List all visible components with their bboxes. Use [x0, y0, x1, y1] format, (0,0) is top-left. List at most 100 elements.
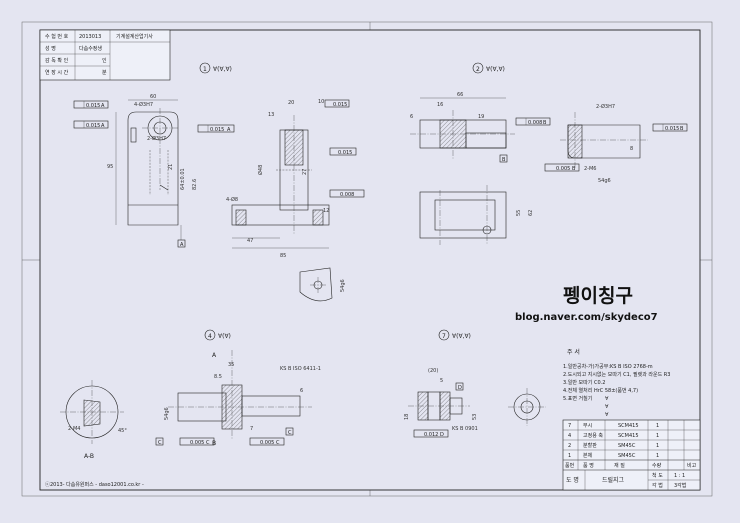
header-label-0: 수 험 번 호: [45, 33, 69, 40]
svg-text:∀(∀,∀): ∀(∀,∀): [486, 66, 505, 73]
view-7-label: 7 ∀(∀,∀): [438, 329, 471, 341]
svg-text:D: D: [458, 385, 462, 391]
svg-text:2-M6: 2-M6: [584, 166, 596, 172]
svg-text:0.015: 0.015: [665, 126, 679, 132]
part-2-top-view: 66 16 6 19 0.008 B B: [410, 92, 551, 163]
notes-line-3: 3.일반 모따기 C0.2: [563, 379, 605, 386]
svg-text:0.015: 0.015: [338, 150, 352, 156]
svg-text:0.005: 0.005: [260, 440, 274, 446]
svg-text:18: 18: [404, 414, 410, 420]
svg-text:C: C: [206, 440, 210, 446]
svg-text:16: 16: [437, 102, 443, 108]
tolerance-frame-7: 0.008 B: [515, 117, 551, 126]
svg-text:55: 55: [516, 210, 522, 216]
svg-text:부시: 부시: [583, 423, 592, 429]
dim-60: 60: [150, 94, 156, 100]
dim-95: 95: [107, 164, 113, 170]
svg-text:D: D: [440, 432, 444, 438]
svg-text:0.015: 0.015: [86, 103, 100, 109]
header-label-1: 성 명: [45, 45, 56, 52]
svg-text:0.015: 0.015: [86, 123, 100, 129]
dim-82: 82.6: [192, 179, 198, 190]
svg-text:7: 7: [250, 426, 253, 432]
dim-4-3h7: 4-Ø3H7: [134, 101, 153, 108]
watermark-url: blog.naver.com/skydeco7: [515, 312, 658, 323]
notes-line-1: 1.일반공차-가)가공부:KS B ISO 2768-m: [563, 363, 653, 370]
tolerance-frame-6: 0.008: [329, 189, 365, 198]
svg-text:8.5: 8.5: [214, 374, 222, 380]
header-label-2: 감 독 확 인: [45, 57, 69, 64]
svg-text:47: 47: [247, 238, 253, 244]
section-label-ab: A-B: [84, 453, 94, 460]
svg-text:분할판: 분할판: [583, 442, 597, 449]
svg-text:2: 2: [476, 66, 480, 73]
svg-text:8: 8: [630, 146, 633, 152]
svg-text:1: 1: [656, 423, 659, 429]
svg-text:C: C: [288, 430, 292, 436]
view-2-label: 2 ∀(∀,∀): [472, 62, 505, 74]
part-7-section-view: (20) 5 18 53 KS B 0901 D 0.012 D: [404, 368, 478, 438]
svg-text:∀: ∀: [605, 412, 609, 418]
tolerance-frame-12: 0.012 D: [413, 429, 449, 438]
svg-text:SCM415: SCM415: [618, 433, 639, 439]
svg-text:∀(∀): ∀(∀): [218, 333, 231, 340]
svg-text:7: 7: [568, 423, 571, 429]
part-7-end-view: [508, 388, 546, 426]
svg-text:4: 4: [568, 433, 571, 439]
header-value-3: 분: [102, 70, 107, 76]
svg-text:35: 35: [228, 362, 234, 368]
watermark-title: 펭이칭구: [563, 285, 633, 307]
notes-block: 주 서 1.일반공차-가)가공부:KS B ISO 2768-m 2.도시되고 …: [563, 348, 670, 426]
dim-2-3h7: 2-Ø3H7: [147, 135, 166, 142]
svg-text:0.015: 0.015: [333, 102, 347, 108]
part-1-detail-view: 54g6: [299, 267, 346, 302]
svg-text:7: 7: [442, 333, 446, 340]
notes-line-5: 5.표면 거칠기: [563, 395, 592, 402]
svg-text:∀(∀,∀): ∀(∀,∀): [213, 66, 232, 73]
svg-text:54g6: 54g6: [598, 178, 611, 184]
view-4-label: 4 ∀(∀): [204, 329, 231, 341]
parts-table: 7 부시 SCM415 1 4 고정용 축 SCM415 1 2 분할판 SM4…: [562, 419, 701, 491]
part-2-side-view: 2-Ø3H7 2-M6 54g6 8 0.015 B 0.005 B: [544, 103, 688, 184]
svg-text:62: 62: [528, 210, 534, 216]
svg-text:∀(∀,∀): ∀(∀,∀): [452, 333, 471, 340]
svg-text:A: A: [180, 242, 184, 248]
tolerance-frame-10: 0.005 C: [179, 437, 215, 446]
tolerance-frame-2: 0.015 A: [73, 120, 109, 129]
svg-text:54g6: 54g6: [164, 407, 170, 420]
svg-text:0.012: 0.012: [424, 432, 438, 438]
svg-text:1: 1: [203, 66, 207, 73]
view-1-label: 1 ∀(∀,∀): [199, 62, 232, 74]
header-value-0: 2013013: [79, 34, 101, 40]
svg-text:10: 10: [318, 99, 324, 105]
svg-text:4: 4: [208, 333, 212, 340]
svg-text:B: B: [502, 157, 506, 163]
tolerance-frame-8: 0.015 B: [652, 123, 688, 132]
svg-text:A: A: [227, 127, 231, 133]
svg-text:고정용 축: 고정용 축: [583, 432, 603, 439]
svg-text:각 법: 각 법: [652, 482, 663, 489]
svg-text:1: 1: [656, 433, 659, 439]
dim-21: 21: [168, 164, 174, 170]
svg-text:KS B ISO 6411-1: KS B ISO 6411-1: [280, 366, 321, 372]
svg-text:B: B: [543, 120, 547, 126]
svg-text:KS B 0901: KS B 0901: [452, 426, 478, 432]
tolerance-frame-9: 0.005 B: [544, 163, 580, 172]
outer-border: [21, 21, 713, 497]
svg-text:수량: 수량: [652, 462, 662, 469]
svg-text:A: A: [212, 352, 217, 359]
svg-text:0.005: 0.005: [190, 440, 204, 446]
svg-text:SM45C: SM45C: [618, 443, 636, 449]
part-2-front-view: 55 62: [419, 185, 534, 245]
tolerance-frame-5: 0.015: [329, 147, 357, 156]
svg-text:3각법: 3각법: [674, 482, 686, 489]
svg-text:85: 85: [280, 253, 286, 259]
svg-text:6: 6: [410, 114, 413, 120]
svg-text:45°: 45°: [118, 428, 127, 434]
svg-text:SM45C: SM45C: [618, 453, 636, 459]
header-table: 수 험 번 호 2013013 성 명 다솜수정생 감 독 확 인 인 연 장 …: [39, 29, 171, 81]
svg-text:척 도: 척 도: [652, 472, 663, 479]
notes-line-4: 4.전체 열처리 HrC 58±(품번 4,7): [563, 387, 638, 394]
svg-text:19: 19: [478, 114, 484, 120]
